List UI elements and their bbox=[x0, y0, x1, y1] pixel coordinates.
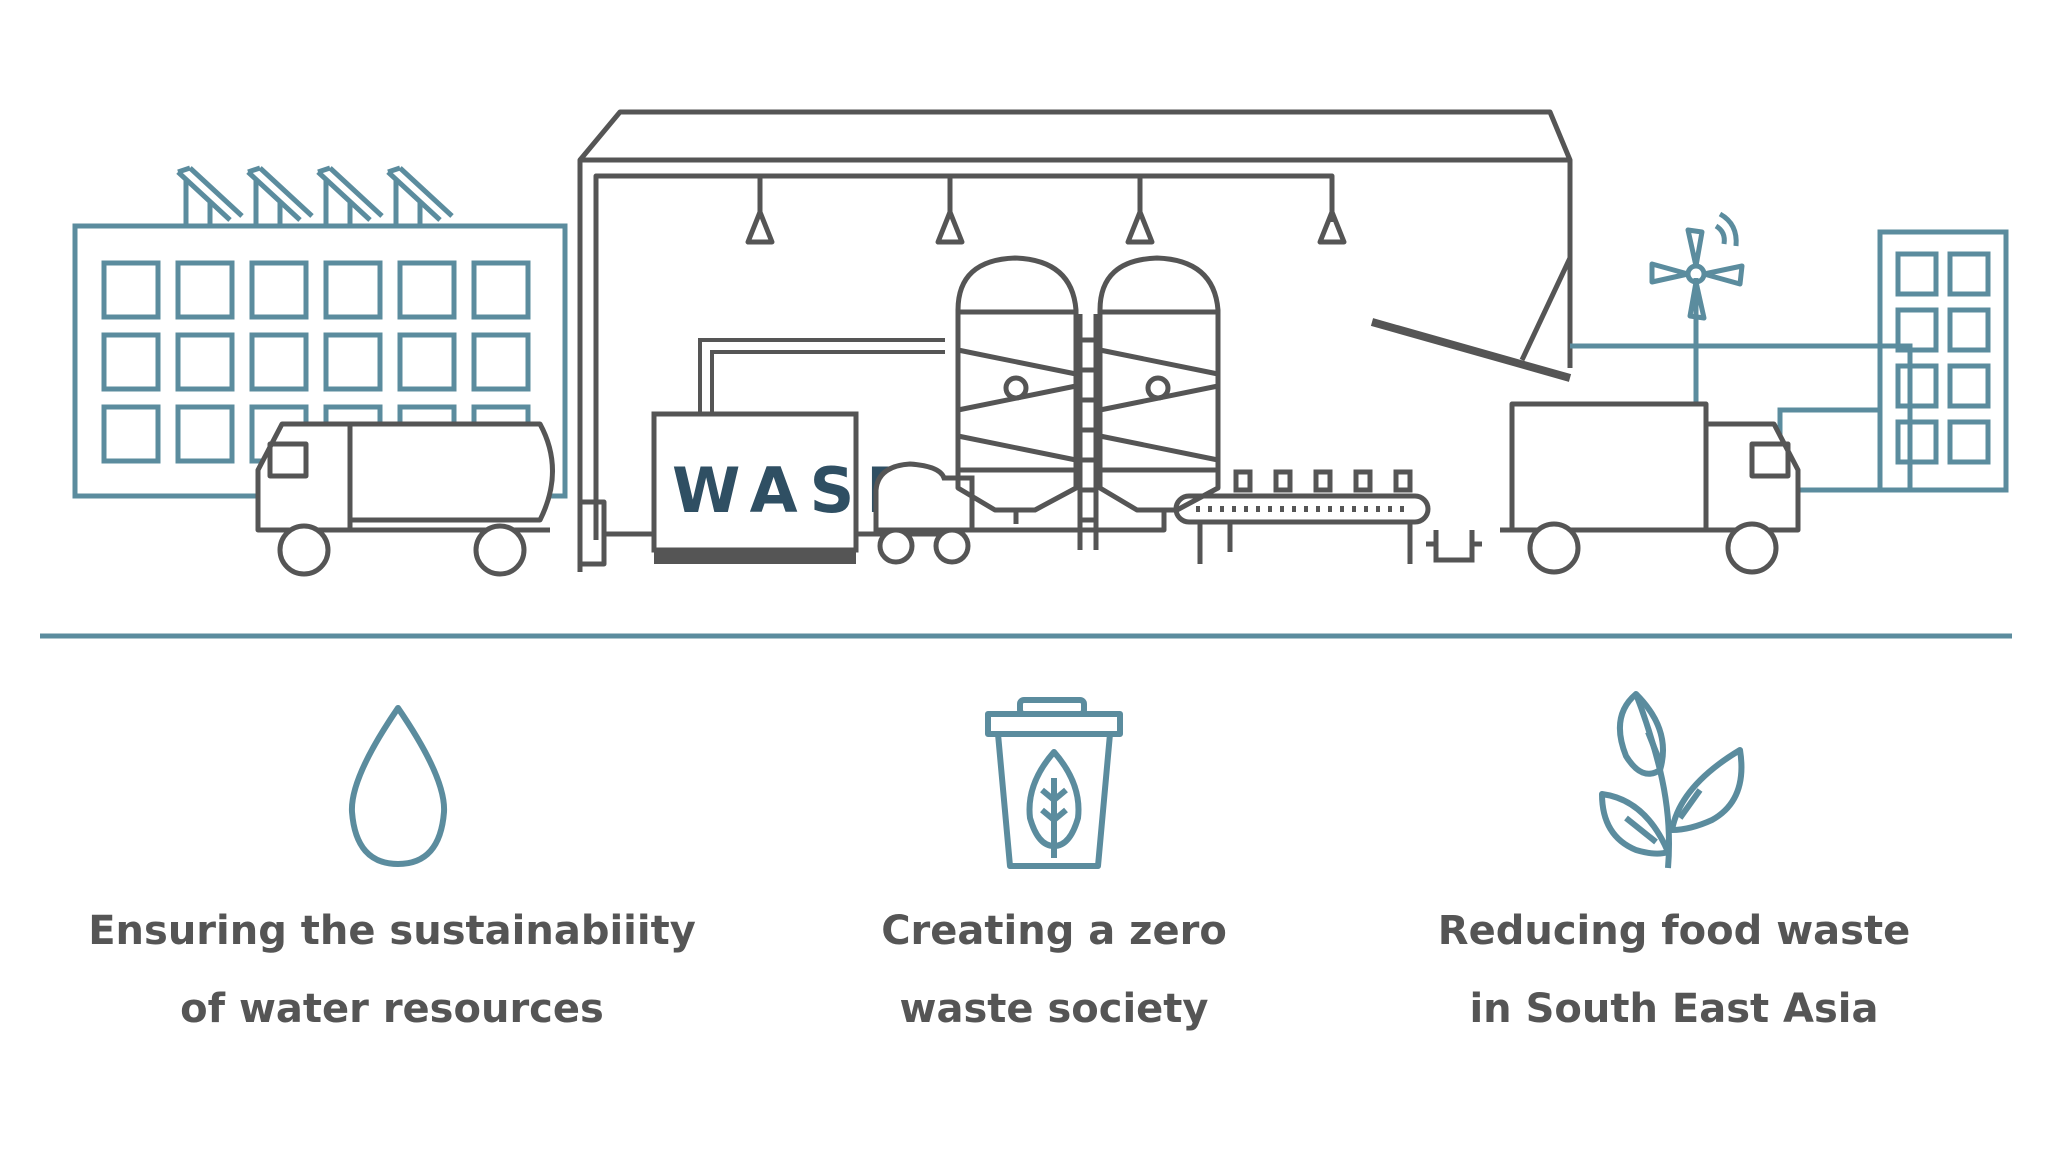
water-drop-icon bbox=[348, 705, 448, 867]
wase-logo: WASE bbox=[672, 454, 921, 527]
conveyor-belt bbox=[1173, 469, 1482, 564]
processing-shed bbox=[577, 109, 1573, 572]
solar-panel-icon bbox=[176, 168, 452, 224]
goal-water-line2: of water resources bbox=[180, 986, 604, 1032]
goal-zero-waste-line1: Creating a zero bbox=[881, 908, 1227, 954]
goal-food-waste-line2: in South East Asia bbox=[1469, 986, 1879, 1032]
goal-zero-waste-line2: waste society bbox=[899, 986, 1209, 1032]
delivery-truck bbox=[1500, 401, 1801, 575]
goal-food-waste-line1: Reducing food waste bbox=[1437, 908, 1911, 954]
goal-water-line1: Ensuring the sustainabiiity bbox=[88, 908, 696, 954]
goal-water: Ensuring the sustainabiiity of water res… bbox=[72, 892, 712, 1048]
tanker-truck bbox=[255, 421, 555, 577]
plant-icon bbox=[1599, 691, 1745, 869]
right-building bbox=[1570, 229, 2009, 493]
trash-bin-leaf-icon bbox=[985, 697, 1123, 869]
silos bbox=[955, 255, 1221, 550]
goal-zero-waste: Creating a zero waste society bbox=[734, 892, 1374, 1048]
wase-unit: WASE bbox=[604, 338, 964, 564]
waste-cart bbox=[873, 461, 975, 565]
goal-food-waste: Reducing food waste in South East Asia bbox=[1354, 892, 1994, 1048]
wind-turbine-icon bbox=[1649, 211, 1745, 404]
